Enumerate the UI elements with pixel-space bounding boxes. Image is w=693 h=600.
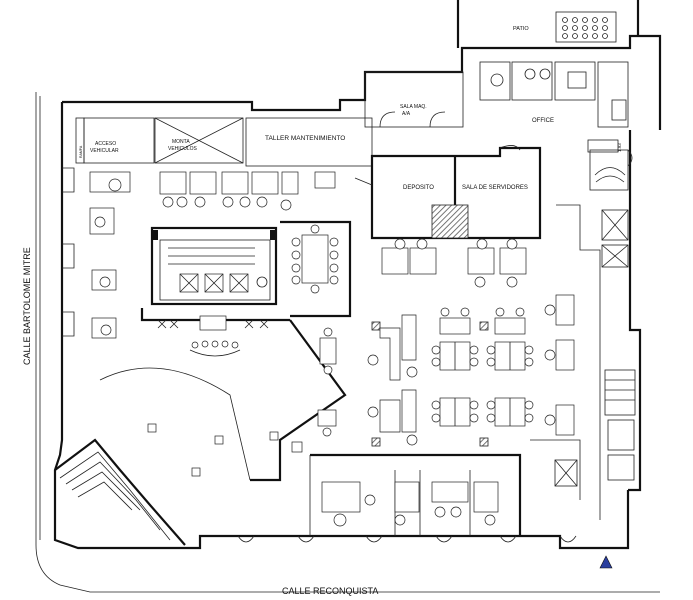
label-acceso-1: ACCESO bbox=[95, 141, 116, 147]
stair-core bbox=[150, 226, 278, 306]
label-sala-maq: SALA MAQ. bbox=[400, 104, 427, 110]
server-block bbox=[354, 145, 542, 240]
label-rampa: RAMPA bbox=[79, 145, 83, 158]
label-monta-2: VEHICULOS bbox=[168, 146, 198, 152]
partitions bbox=[99, 139, 636, 536]
facade-bays bbox=[62, 149, 633, 543]
label-patio: PATIO bbox=[513, 26, 529, 32]
label-street-bottom: CALLE RECONQUISTA bbox=[282, 586, 378, 596]
outer-walls bbox=[35, 0, 662, 593]
label-level: 1.93 bbox=[617, 143, 622, 152]
reception bbox=[157, 315, 269, 357]
patio-grid bbox=[555, 11, 617, 43]
workstations bbox=[89, 171, 575, 527]
label-street-left: CALLE BARTOLOME MITRE bbox=[22, 247, 32, 365]
label-servidores: SALA DE SERVIDORES bbox=[462, 185, 528, 191]
label-sala-maq-sub: A/A bbox=[402, 111, 411, 117]
label-acceso-2: VEHICULAR bbox=[90, 148, 119, 154]
top-rooms bbox=[75, 11, 629, 167]
entrance-arrow-icon bbox=[599, 555, 613, 569]
label-office: OFFICE bbox=[532, 118, 554, 124]
labels: PATIO SALA MAQ. A/A OFFICE ACCESO VEHICU… bbox=[22, 26, 622, 596]
label-monta-1: MONTA bbox=[172, 139, 190, 145]
label-deposito: DEPOSITO bbox=[403, 185, 434, 191]
meeting-table bbox=[291, 224, 339, 294]
label-taller: TALLER MANTENIMIENTO bbox=[265, 135, 345, 142]
